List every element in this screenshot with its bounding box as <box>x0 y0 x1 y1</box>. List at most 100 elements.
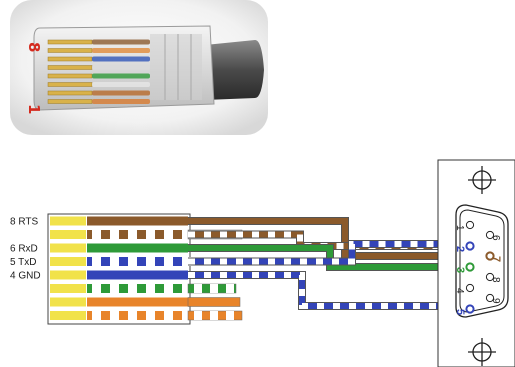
pin8-marker: 8 <box>25 42 43 52</box>
rj45-wire-stripe <box>110 284 119 293</box>
rj45-wire-2 <box>87 230 188 239</box>
rj45-wire-stripe <box>164 311 173 320</box>
rj45-wire-stripe <box>182 257 191 266</box>
mount-hole-top <box>468 166 496 194</box>
db9-pin-number: 2 <box>454 246 466 252</box>
rj45-contact <box>50 216 86 226</box>
plug-wire <box>92 39 150 45</box>
rj45-wire-5 <box>87 270 188 280</box>
db9-pin-7 <box>485 251 495 261</box>
rj45-contact <box>50 284 86 293</box>
gold-contact <box>47 99 93 104</box>
rj45-wire-stripe <box>128 311 137 320</box>
rj45-plug-photo: 8 1 <box>10 0 268 135</box>
rj45-pin-label: 6 RxD <box>10 244 38 255</box>
wire-stub-stripe <box>194 284 202 293</box>
rj45-wire-stripe <box>146 230 155 239</box>
rj45-wire-6 <box>87 284 188 293</box>
signal-wires <box>187 217 470 321</box>
rj45-wire-stripe <box>92 257 101 266</box>
db9-pin-2 <box>465 241 475 251</box>
db9-pins: 1 2 3 4 5 6 7 8 9 <box>454 220 502 315</box>
gold-contact <box>47 90 93 96</box>
plug-wire <box>92 73 150 79</box>
db9-pin-4 <box>465 283 475 293</box>
rj45-wire-stripe <box>164 284 173 293</box>
db9-pin-number: 6 <box>490 235 501 241</box>
rj45-wire-3 <box>87 243 188 253</box>
wire-stub-stripe <box>210 284 218 293</box>
rj45-wire-stripe <box>128 257 137 266</box>
plug-wire <box>92 56 150 62</box>
strain-relief <box>150 34 202 100</box>
db9-pin-5 <box>465 304 475 314</box>
rj45-pin-labels: 8 RTS 6 RxD 5 TxD 4 GND <box>10 217 41 282</box>
rj45-wire-stripe <box>146 257 155 266</box>
rj45-wire-8 <box>87 311 188 320</box>
pin7-wire-stripe <box>188 231 462 249</box>
db9-pin-number: 5 <box>454 309 466 315</box>
gnd-wire-stripe <box>188 272 462 309</box>
rj45-contact <box>50 297 86 307</box>
rj45-wire-stripe <box>128 230 137 239</box>
rj45-pin-rows <box>50 216 191 320</box>
rj45-wire-stripe <box>164 257 173 266</box>
db9-connector: 1 2 3 4 5 6 7 8 9 <box>437 159 515 367</box>
db9-pin-number: 8 <box>490 277 501 283</box>
cable-jacket <box>205 40 264 100</box>
wire-stub <box>187 297 241 307</box>
rj45-contact <box>50 230 86 239</box>
rj45-wire-4 <box>87 257 188 266</box>
db9-pin-8 <box>485 272 495 282</box>
plug-wire <box>92 90 150 96</box>
db9-pin-number: 1 <box>454 225 465 231</box>
rj45-wire-stripe <box>164 230 173 239</box>
gold-contact <box>47 82 93 87</box>
rj45-wire-1 <box>87 216 188 226</box>
rj45-contact <box>50 243 86 253</box>
db9-shell-inner <box>459 209 505 313</box>
plug-wire <box>92 65 150 70</box>
rj45-contact <box>50 257 86 266</box>
wire-stub-stripe <box>226 311 234 320</box>
rj45-wire-stripe <box>110 230 119 239</box>
plug-wire <box>92 82 150 87</box>
rj45-wire-7 <box>87 297 188 307</box>
db9-pin-number: 9 <box>490 298 501 304</box>
gold-contact <box>47 56 93 62</box>
rj45-wire-stripe <box>92 230 101 239</box>
rj45-wire-stripe <box>110 257 119 266</box>
db9-pin-number: 7 <box>490 256 502 262</box>
db9-pin-6 <box>485 230 495 240</box>
rj45-wire-stripe <box>146 284 155 293</box>
rj45-wire-stripe <box>92 311 101 320</box>
gold-contact <box>47 39 93 45</box>
pin1-marker: 1 <box>25 104 43 114</box>
rj45-pin-label: 5 TxD <box>10 257 37 268</box>
rj45-wire-stripe <box>182 311 191 320</box>
rj45-pin-label: 4 GND <box>10 271 41 282</box>
gold-contact <box>47 48 93 53</box>
db9-pin-number: 4 <box>454 288 465 294</box>
db9-pin-number: 3 <box>454 267 466 273</box>
rj45-pin-label: 8 RTS <box>10 217 38 228</box>
rj45-contact <box>50 311 86 320</box>
gold-contact <box>47 65 93 70</box>
rj45-wire-stripe <box>182 284 191 293</box>
rj45-wire-stripe <box>128 284 137 293</box>
db9-pin-9 <box>485 293 495 303</box>
rj45-wire-stripe <box>110 311 119 320</box>
mount-hole-bottom <box>468 338 496 366</box>
plug-internal-wires <box>92 39 150 104</box>
wire-stub-stripe <box>226 284 234 293</box>
rts-wire <box>188 218 470 259</box>
plug-wire <box>92 99 150 104</box>
rj45-wire-stripe <box>92 284 101 293</box>
rj45-contact <box>50 270 86 280</box>
plug-wire <box>92 48 150 53</box>
gold-contact <box>47 73 93 79</box>
db9-pin-3 <box>465 262 475 272</box>
rj45-wire-stripe <box>146 311 155 320</box>
rj45-wire-stripe <box>182 230 191 239</box>
